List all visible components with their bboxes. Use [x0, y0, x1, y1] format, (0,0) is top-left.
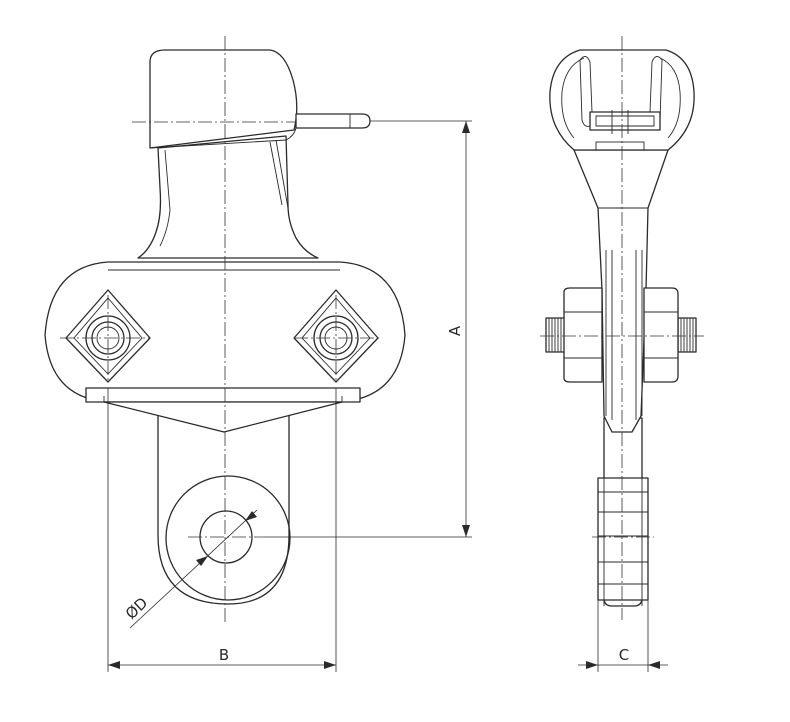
clamp-band	[85, 387, 361, 403]
side-view	[540, 36, 704, 620]
keeper-v	[103, 401, 343, 433]
dimension-c: C	[578, 600, 668, 672]
side-shank	[573, 149, 669, 433]
head-cap	[149, 49, 298, 149]
dimension-a: A	[264, 120, 472, 538]
head-pin	[295, 113, 371, 129]
dimension-b-label: B	[219, 646, 229, 664]
dimension-d-label: ØD	[122, 594, 151, 623]
side-bolt	[545, 287, 697, 383]
dimension-c-label: C	[619, 646, 629, 664]
dimension-a-label: A	[446, 325, 464, 336]
front-view	[44, 36, 406, 625]
dimension-b: B	[107, 388, 337, 672]
lug-boss	[165, 475, 291, 601]
neck	[137, 135, 319, 259]
